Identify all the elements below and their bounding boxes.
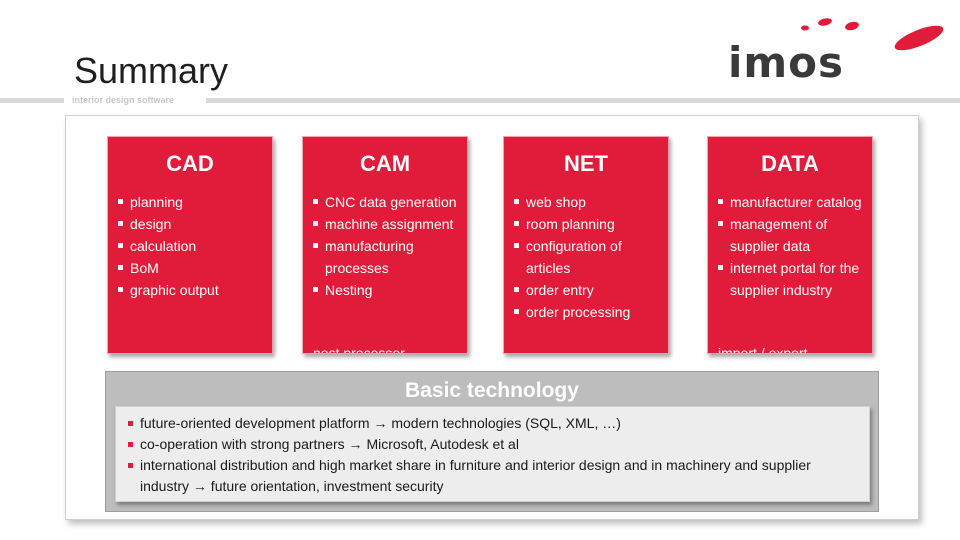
bullet-icon: [514, 243, 519, 248]
list-item: order processing: [514, 301, 662, 323]
list-item: management of supplier data: [718, 213, 866, 257]
bullet-icon: [313, 287, 318, 292]
bullet-icon: [128, 421, 133, 426]
list-item: calculation: [118, 235, 266, 257]
list-item: manufacturer catalog: [718, 191, 866, 213]
bullet-icon: [313, 221, 318, 226]
overflow-item: import / export: [718, 345, 808, 354]
list-item: graphic output: [118, 279, 266, 301]
list-item: international distribution and high mark…: [128, 455, 859, 497]
bullet-icon: [718, 265, 723, 270]
list-item: planning: [118, 191, 266, 213]
list-item: BoM: [118, 257, 266, 279]
list-item: future-oriented development platform → m…: [128, 413, 859, 434]
module-list: planning design calculation BoM graphic …: [108, 191, 272, 301]
module-title: DATA: [761, 151, 819, 176]
basic-technology-box: future-oriented development platform → m…: [115, 406, 870, 502]
list-item: co-operation with strong partners → Micr…: [128, 434, 859, 455]
module-list: manufacturer catalog management of suppl…: [708, 191, 872, 301]
module-title: CAD: [166, 151, 214, 176]
bullet-icon: [118, 265, 123, 270]
bullet-icon: [718, 199, 723, 204]
bullet-icon: [514, 309, 519, 314]
list-item: order entry: [514, 279, 662, 301]
bullet-icon: [128, 442, 133, 447]
title-divider-left: [0, 98, 64, 103]
module-title: NET: [564, 151, 608, 176]
tagline: interior design software: [72, 95, 175, 105]
module-card-net: NET web shop room planning configuration…: [503, 136, 669, 354]
list-item: web shop: [514, 191, 662, 213]
basic-list: future-oriented development platform → m…: [128, 413, 859, 497]
list-item: manufacturing processes: [313, 235, 461, 279]
module-card-cam: CAM CNC data generation machine assignme…: [302, 136, 468, 354]
basic-technology-title: Basic technology: [405, 379, 579, 402]
list-item: CNC data generation: [313, 191, 461, 213]
list-item: design: [118, 213, 266, 235]
bullet-icon: [118, 287, 123, 292]
overflow-item: post processor: [313, 345, 405, 354]
bullet-icon: [118, 199, 123, 204]
logo-dot-2: [818, 18, 832, 26]
title-divider-right: [206, 98, 960, 103]
list-item: configuration of articles: [514, 235, 662, 279]
bullet-icon: [718, 221, 723, 226]
bullet-icon: [313, 243, 318, 248]
module-list: CNC data generation machine assignment m…: [303, 191, 467, 301]
bullet-icon: [118, 243, 123, 248]
bullet-icon: [118, 221, 123, 226]
module-list: web shop room planning configuration of …: [504, 191, 668, 323]
module-title: CAM: [359, 151, 411, 176]
list-item: Nesting: [313, 279, 461, 301]
page-title: Summary: [74, 50, 229, 91]
module-card-data: DATA manufacturer catalog management of …: [707, 136, 873, 354]
basic-technology-panel: Basic technology future-oriented develop…: [105, 371, 879, 512]
list-item: room planning: [514, 213, 662, 235]
logo-wordmark: imos: [728, 38, 844, 84]
bullet-icon: [514, 221, 519, 226]
bullet-icon: [514, 199, 519, 204]
logo-dot-1: [801, 25, 809, 31]
bullet-icon: [313, 199, 318, 204]
imos-logo: imos: [728, 18, 944, 84]
bullet-icon: [128, 463, 133, 468]
list-item: machine assignment: [313, 213, 461, 235]
module-card-cad: CAD planning design calculation BoM grap…: [107, 136, 273, 354]
logo-swoosh: [894, 25, 944, 51]
list-item: internet portal for the supplier industr…: [718, 257, 866, 301]
bullet-icon: [514, 287, 519, 292]
logo-dot-3: [845, 21, 859, 31]
